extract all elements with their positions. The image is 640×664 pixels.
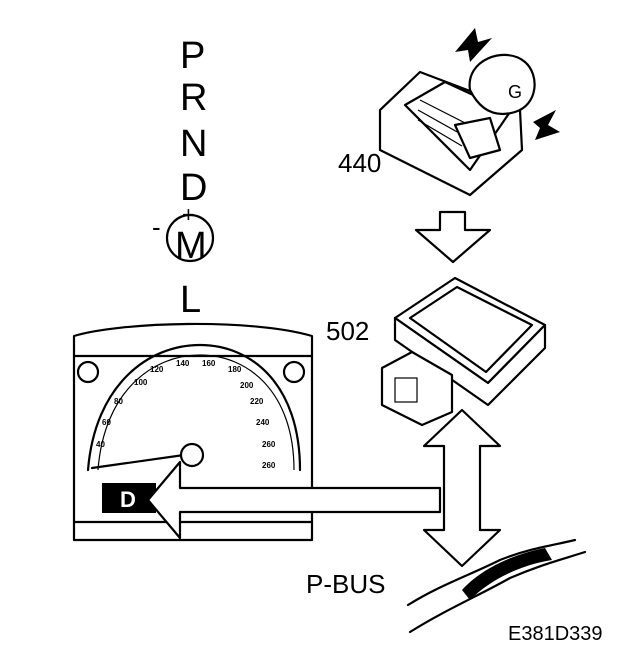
p-bus-cable: P-BUS <box>306 538 587 634</box>
speed-160: 180 <box>228 365 242 374</box>
manual-mode-circle <box>165 213 215 263</box>
shifter-knob <box>468 53 536 116</box>
speed-180: 200 <box>240 381 254 390</box>
speedometer-needle <box>90 453 186 470</box>
speedometer-arc <box>86 343 302 472</box>
speedometer-inner-arc <box>97 354 295 471</box>
module-bus-double-arrow <box>422 408 502 568</box>
bus-wire-2 <box>408 550 587 634</box>
shifter-stem <box>453 116 502 160</box>
module-connector-socket <box>394 377 418 403</box>
module-to-cluster-arrow <box>146 460 442 540</box>
speed-260: 260 <box>262 461 276 470</box>
speed-200: 220 <box>250 397 264 406</box>
gear-n-label: N <box>180 123 207 165</box>
gear-shifter-illustration: G 440 <box>338 28 560 197</box>
bus-label: P-BUS <box>306 569 385 599</box>
right-turn-indicator-icon <box>282 360 306 384</box>
gear-r-label: R <box>180 77 207 119</box>
speed-40: 60 <box>102 418 111 427</box>
gear-l-label: L <box>180 279 201 321</box>
manual-m-label: M <box>175 225 207 267</box>
shifter-to-module-arrow <box>414 210 492 264</box>
gear-p-label: P <box>180 35 205 77</box>
shifter-arrow-up-icon <box>455 28 492 62</box>
bus-wire-sheath <box>462 548 552 600</box>
manual-plus-label: + <box>182 202 195 227</box>
left-turn-indicator-icon <box>76 360 100 384</box>
speed-60: 80 <box>114 397 123 406</box>
control-module-illustration: 502 <box>326 276 547 427</box>
speed-20: 40 <box>96 440 105 449</box>
shifter-knob-glyph: G <box>508 82 522 102</box>
shifter-arrow-down-icon <box>533 110 560 140</box>
gear-indicator-display <box>102 483 156 513</box>
speed-240: 260 <box>262 440 276 449</box>
bus-wire-1 <box>406 538 577 607</box>
manual-minus-label: - <box>152 212 161 242</box>
gear-indicator-letter: D <box>120 487 136 512</box>
figure-code: E381D339 <box>508 623 603 645</box>
speed-100: 120 <box>150 365 164 374</box>
gear-selector-column: P R N D + - M L <box>152 35 215 321</box>
speed-220: 240 <box>256 418 270 427</box>
module-side-face <box>393 316 547 407</box>
speed-140: 160 <box>202 359 216 368</box>
module-top-inner <box>408 285 534 374</box>
speed-120: 140 <box>176 359 190 368</box>
speed-80: 100 <box>134 378 148 387</box>
instrument-cluster: 40 60 80 100 120 140 160 180 200 220 240… <box>72 322 314 542</box>
module-ref-label: 502 <box>326 316 369 346</box>
shifter-ref-label: 440 <box>338 148 381 178</box>
gear-d-label: D <box>180 167 207 209</box>
speedometer-hub <box>179 442 205 468</box>
